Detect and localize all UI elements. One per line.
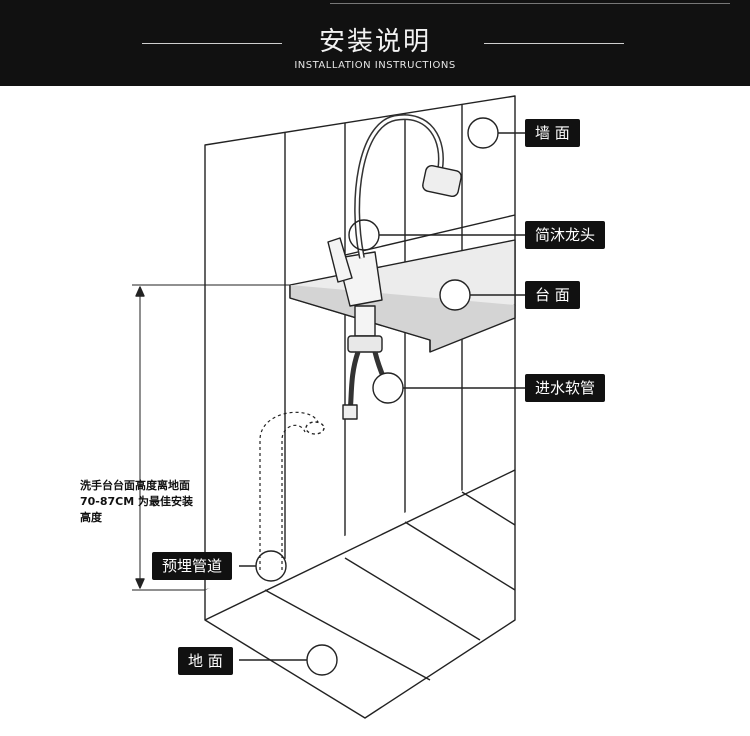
header-rule-right xyxy=(484,43,624,44)
floor-seam xyxy=(264,589,431,681)
page-subtitle: INSTALLATION INSTRUCTIONS xyxy=(294,60,456,71)
callout-hose xyxy=(372,372,404,404)
floor-seam xyxy=(461,491,516,526)
faucet-handle xyxy=(327,237,353,283)
callout-wall xyxy=(467,117,499,149)
floor-seam xyxy=(404,521,516,591)
floor-seam xyxy=(204,469,516,621)
floor-panel xyxy=(204,470,516,719)
label-faucet: 简沐龙头 xyxy=(525,221,606,249)
label-floor: 地 面 xyxy=(178,647,233,675)
header-top-line xyxy=(330,3,730,4)
floor-seam xyxy=(344,557,481,641)
callout-floor xyxy=(306,644,338,676)
faucet-spray-head xyxy=(422,164,462,198)
header-banner: 安装说明 INSTALLATION INSTRUCTIONS xyxy=(0,0,750,86)
label-embedded-pipe: 预埋管道 xyxy=(152,552,233,580)
height-note: 洗手台台面高度离地面70-87CM 为最佳安装高度 xyxy=(80,479,194,524)
page-title: 安装说明 xyxy=(318,27,431,57)
embedded-pipe xyxy=(259,411,319,570)
faucet-shank xyxy=(354,305,376,337)
label-wall: 墙 面 xyxy=(525,119,580,147)
label-counter: 台 面 xyxy=(525,281,580,309)
faucet-nut xyxy=(347,335,383,353)
label-inlet-hose: 进水软管 xyxy=(525,374,606,402)
callout-counter xyxy=(439,279,471,311)
header-rule-left xyxy=(142,43,282,44)
